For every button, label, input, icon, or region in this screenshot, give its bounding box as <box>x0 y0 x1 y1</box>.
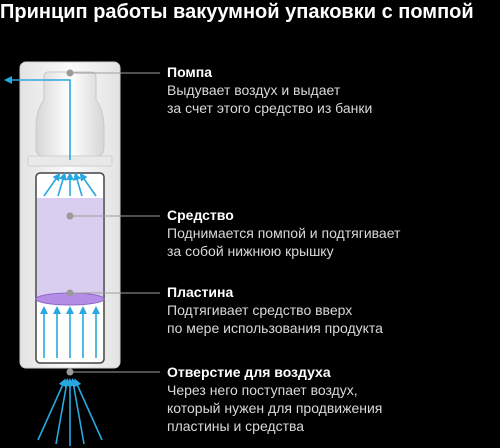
pump-label: Помпа Выдувает воздух и выдает за счет э… <box>167 64 497 117</box>
upper-air-arrows <box>43 172 97 197</box>
plate-dot <box>66 289 74 297</box>
air-hole-label-desc: Через него поступает воздух, который нуж… <box>167 382 383 434</box>
plate-label-title: Пластина <box>167 284 234 300</box>
pump-label-title: Помпа <box>167 64 213 80</box>
diagram-title: Принцип работы вакуумной упаковки с помп… <box>0 1 474 23</box>
product-label: Средство Поднимается помпой и подтягивае… <box>167 207 497 260</box>
plate-label: Пластина Подтягивает средство вверх по м… <box>167 284 497 337</box>
plate-label-desc: Подтягивает средство вверх по мере испол… <box>167 302 383 336</box>
leader-dots <box>66 69 74 376</box>
pump-dot <box>66 69 74 77</box>
product-label-title: Средство <box>167 207 234 223</box>
product-dot <box>66 212 74 220</box>
pump-air-path <box>4 76 71 160</box>
pump-label-desc: Выдувает воздух и выдает за счет этого с… <box>167 82 373 116</box>
product-label-desc: Поднимается помпой и подтягивает за собо… <box>167 225 401 259</box>
hole-dot <box>66 368 74 376</box>
air-hole-label-title: Отверстие для воздуха <box>167 364 331 380</box>
incoming-air-arrows <box>37 378 103 446</box>
air-hole-label: Отверстие для воздуха Через него поступа… <box>167 364 497 435</box>
leader-lines <box>70 72 160 373</box>
lower-air-arrows <box>40 306 100 358</box>
